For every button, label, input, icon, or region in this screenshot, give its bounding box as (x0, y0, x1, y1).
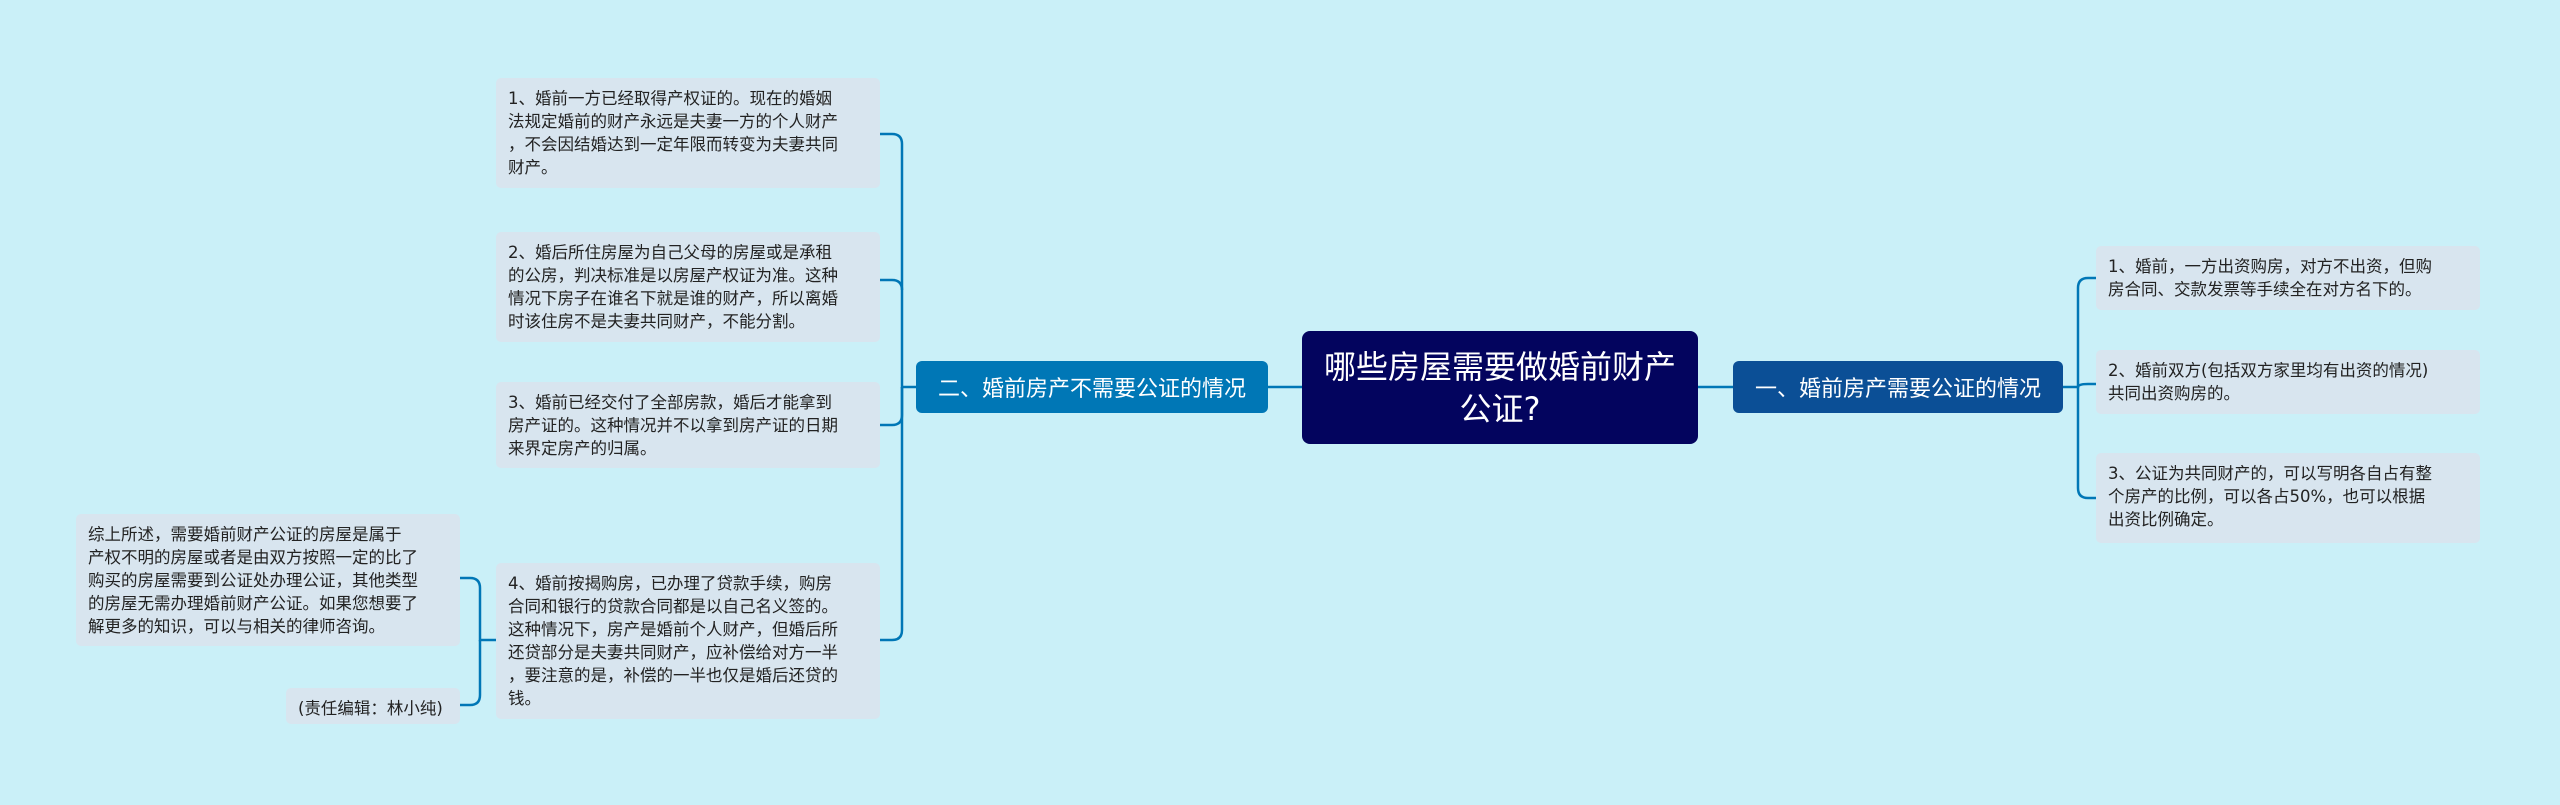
editor-credit[interactable]: (责任编辑：林小纯) (286, 688, 460, 724)
root-topic[interactable]: 哪些房屋需要做婚前财产 公证? (1302, 331, 1698, 444)
connector-right-1 (2063, 276, 2096, 389)
connector-left-3 (880, 387, 904, 427)
branch-no-notarization-needed[interactable]: 二、婚前房产不需要公证的情况 (916, 361, 1268, 413)
summary-note[interactable]: 综上所述，需要婚前财产公证的房屋是属于 产权不明的房屋或者是由双方按照一定的比了… (76, 514, 460, 646)
right-item-3[interactable]: 3、公证为共同财产的，可以写明各自占有整 个房产的比例，可以各占50%，也可以根… (2096, 453, 2480, 543)
connector-sub-1 (460, 576, 496, 642)
connector-right-2 (2076, 382, 2096, 388)
branch-notarization-needed[interactable]: 一、婚前房产需要公证的情况 (1733, 361, 2063, 413)
connector-left-2 (880, 278, 904, 291)
left-item-3[interactable]: 3、婚前已经交付了全部房款，婚后才能拿到 房产证的。这种情况并不以拿到房产证的日… (496, 382, 880, 468)
left-item-4[interactable]: 4、婚前按揭购房，已办理了贷款手续，购房 合同和银行的贷款合同都是以自己名义签的… (496, 563, 880, 719)
left-item-2[interactable]: 2、婚后所住房屋为自己父母的房屋或是承租 的公房，判决标准是以房屋产权证为准。这… (496, 232, 880, 342)
connector-left-4 (880, 387, 904, 642)
right-item-2[interactable]: 2、婚前双方(包括双方家里均有出资的情况) 共同出资购房的。 (2096, 350, 2480, 414)
connector-left-1 (880, 132, 916, 389)
left-item-1[interactable]: 1、婚前一方已经取得产权证的。现在的婚姻 法规定婚前的财产永远是夫妻一方的个人财… (496, 78, 880, 188)
connector-sub-2 (460, 640, 482, 707)
connector-right-3 (2076, 387, 2096, 500)
right-item-1[interactable]: 1、婚前，一方出资购房，对方不出资，但购 房合同、交款发票等手续全在对方名下的。 (2096, 246, 2480, 310)
